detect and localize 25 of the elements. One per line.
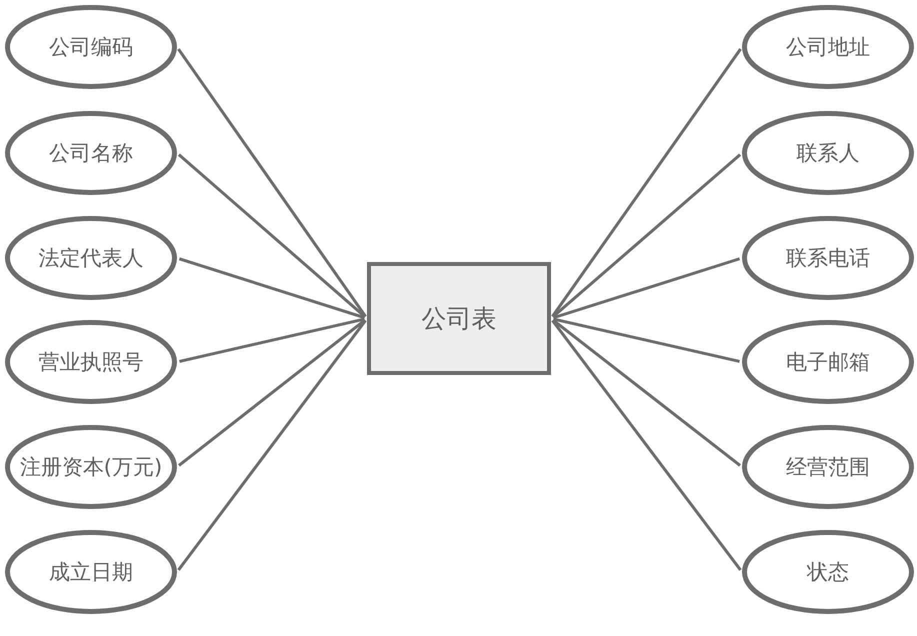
attribute-ellipse: 营业执照号 — [5, 320, 177, 404]
attribute-ellipse: 法定代表人 — [5, 216, 177, 300]
connector-line — [551, 320, 742, 571]
connector-line — [177, 320, 367, 571]
connector-line — [553, 318, 740, 363]
connector-line — [178, 154, 366, 318]
attribute-ellipse: 公司名称 — [5, 111, 177, 195]
attribute-ellipse: 联系人 — [742, 111, 914, 195]
connector-line — [552, 154, 742, 318]
connector-line — [552, 318, 741, 467]
connector-line — [179, 318, 365, 363]
connector-line — [552, 257, 740, 320]
attribute-ellipse: 公司地址 — [742, 5, 914, 89]
attribute-ellipse: 状态 — [742, 530, 914, 614]
attribute-ellipse: 经营范围 — [742, 425, 914, 509]
connector-line — [551, 48, 742, 318]
connector-line — [177, 48, 367, 318]
attribute-ellipse: 公司编码 — [5, 5, 177, 89]
attribute-ellipse: 联系电话 — [742, 216, 914, 300]
attribute-ellipse: 成立日期 — [5, 530, 177, 614]
connector-line — [178, 257, 366, 320]
attribute-ellipse: 注册资本(万元) — [5, 425, 177, 509]
entity-box: 公司表 — [367, 262, 551, 375]
attribute-ellipse: 电子邮箱 — [742, 320, 914, 404]
connector-line — [178, 318, 366, 467]
